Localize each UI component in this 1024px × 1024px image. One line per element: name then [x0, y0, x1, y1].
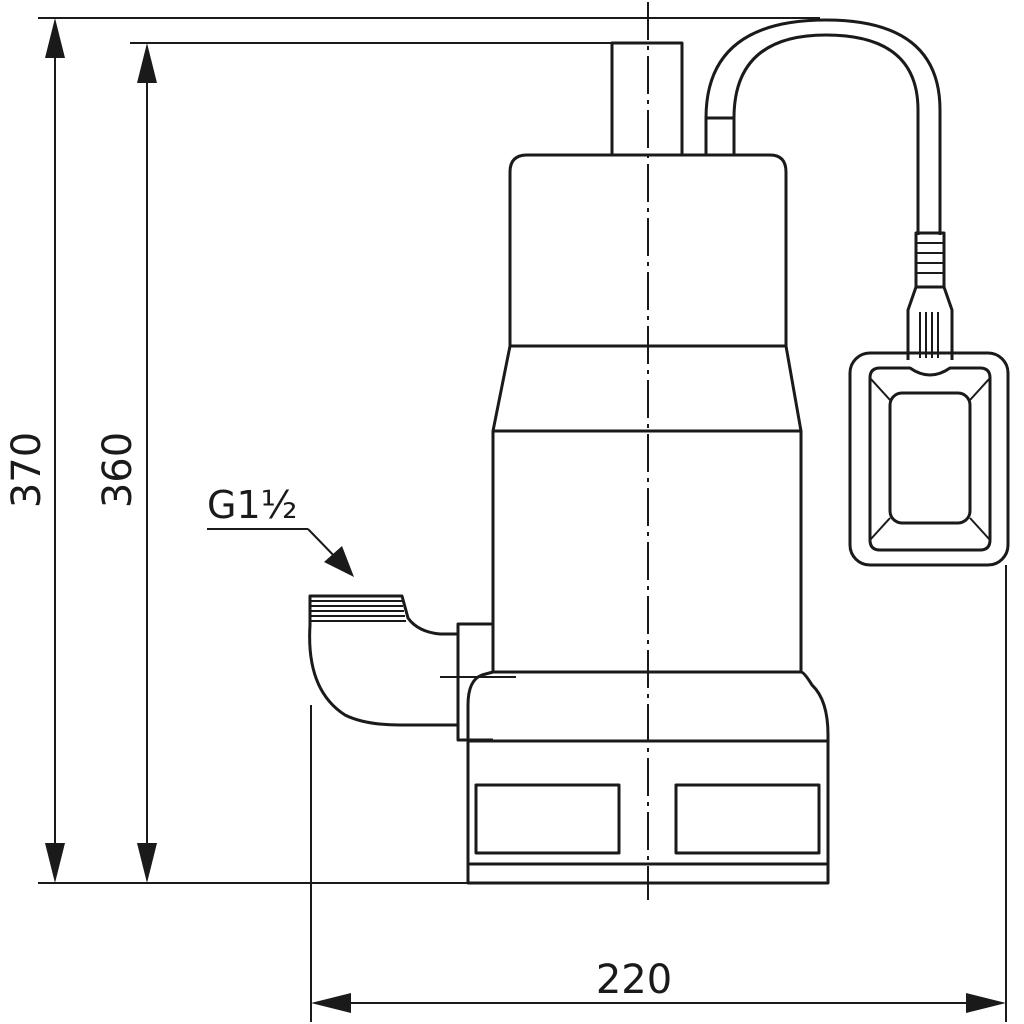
outlet-elbow — [308, 594, 458, 727]
arrowhead-right — [966, 993, 1006, 1013]
motor-housing — [508, 153, 788, 348]
outlet-thread-hatch — [310, 600, 406, 622]
float-stem-ribs — [919, 312, 939, 358]
extension-lines — [38, 17, 1007, 1022]
width-dimension: 220 — [311, 957, 1006, 1013]
arrowhead-down — [45, 843, 65, 883]
outlet-boss — [456, 622, 493, 742]
inlet-window-right — [674, 783, 821, 855]
arrowhead-left — [311, 993, 351, 1013]
cable-inner — [732, 33, 920, 235]
tapered-section — [491, 345, 803, 433]
arrowhead-up — [137, 43, 157, 83]
lower-housing — [491, 431, 803, 674]
total-height-label: 370 — [4, 432, 50, 508]
cable-gland — [704, 116, 736, 155]
outlet-thread-label: G1½ — [207, 483, 297, 527]
arrowhead-down — [137, 843, 157, 883]
arrowhead-up — [45, 18, 65, 58]
body-height-label: 360 — [95, 432, 141, 508]
pump-body — [308, 41, 830, 885]
outlet-thread-callout: G1½ — [207, 483, 354, 577]
body-height-dimension: 360 — [95, 43, 157, 883]
float-corner-lines — [869, 377, 991, 541]
float-switch-assembly — [704, 18, 1010, 567]
float-body-rim — [868, 366, 992, 552]
float-stem — [906, 286, 954, 360]
width-label: 220 — [596, 957, 672, 1003]
leader-arrowhead — [324, 546, 354, 577]
base — [466, 670, 830, 885]
float-body-outer — [848, 351, 1010, 567]
float-body-panel — [888, 391, 972, 525]
cable-clamp — [914, 231, 946, 289]
cable-outer — [704, 18, 942, 235]
total-height-dimension: 370 — [4, 18, 65, 883]
cable-clamp-ribs — [916, 242, 944, 274]
inlet-window-left — [474, 783, 621, 855]
